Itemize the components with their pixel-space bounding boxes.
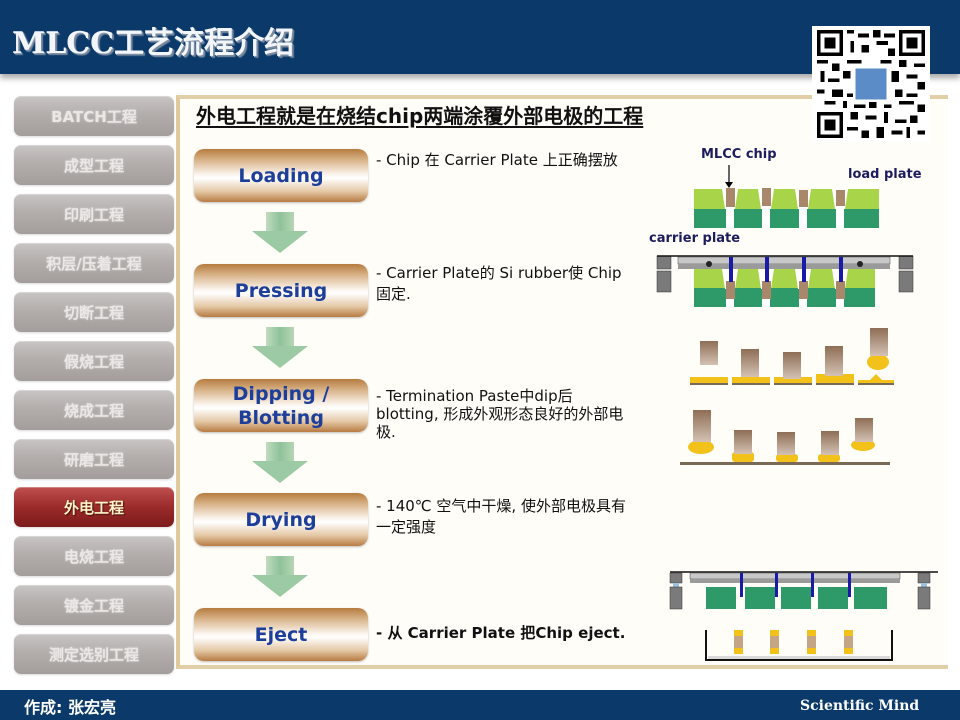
down-arrow-icon	[252, 556, 308, 598]
qr-code-icon	[817, 30, 925, 138]
label-mlcc-chip: MLCC chip	[701, 147, 777, 162]
step-drying[interactable]: Drying	[194, 493, 368, 546]
qr-code	[812, 26, 930, 142]
sidebar-item-polishing[interactable]: 研磨工程	[14, 439, 174, 479]
page-title: MLCC工艺流程介绍	[12, 26, 295, 61]
step-description-pressing: - Carrier Plate的 Si rubber使 Chip固定.	[376, 264, 622, 303]
loading-diagram	[656, 165, 914, 307]
sidebar-item-debinding[interactable]: 假烧工程	[14, 341, 174, 381]
down-arrow-icon	[252, 442, 308, 484]
step-pressing[interactable]: Pressing	[194, 264, 368, 317]
sidebar-item-printing[interactable]: 印刷工程	[14, 194, 174, 234]
label-load-plate: load plate	[848, 167, 922, 182]
sidebar-item-stacking[interactable]: 积层/压着工程	[14, 243, 174, 283]
section-heading: 外电工程就是在烧结chip两端涂覆外部电极的工程	[196, 104, 644, 128]
sidebar-item-cutting[interactable]: 切断工程	[14, 292, 174, 332]
step-description-loading: - Chip 在 Carrier Plate 上正确摆放	[376, 151, 618, 169]
footer-bar	[0, 690, 960, 720]
step-description-eject: - 从 Carrier Plate 把Chip eject.	[376, 624, 626, 642]
dipping-diagram	[690, 328, 894, 385]
label-carrier-plate: carrier plate	[649, 231, 741, 246]
blotting-diagram	[680, 410, 890, 465]
sidebar-item-sintering[interactable]: 烧成工程	[14, 390, 174, 430]
step-description-dipping: - Termination Paste中dip后 blotting, 形成外观形…	[376, 387, 624, 441]
sidebar-item-batch[interactable]: BATCH工程	[14, 96, 174, 136]
down-arrow-icon	[252, 212, 308, 254]
sidebar-item-plating[interactable]: 镀金工程	[14, 585, 174, 625]
sidebar-item-testing[interactable]: 测定选别工程	[14, 634, 174, 674]
sidebar-item-firing[interactable]: 电烧工程	[14, 536, 174, 576]
step-eject[interactable]: Eject	[194, 608, 368, 661]
header-bar	[0, 0, 960, 74]
down-arrow-icon	[252, 327, 308, 369]
sidebar-item-forming[interactable]: 成型工程	[14, 145, 174, 185]
footer-author: 作成: 张宏亮	[24, 698, 116, 717]
step-description-drying: - 140℃ 空气中干燥, 使外部电极具有一定强度	[376, 497, 626, 536]
step-loading[interactable]: Loading	[194, 149, 368, 202]
footer-brand: Scientific Mind	[800, 698, 920, 714]
eject-diagram	[669, 571, 938, 661]
step-dipping-blotting[interactable]: Dipping / Blotting	[194, 379, 368, 432]
sidebar-item-termination[interactable]: 外电工程	[14, 487, 174, 527]
